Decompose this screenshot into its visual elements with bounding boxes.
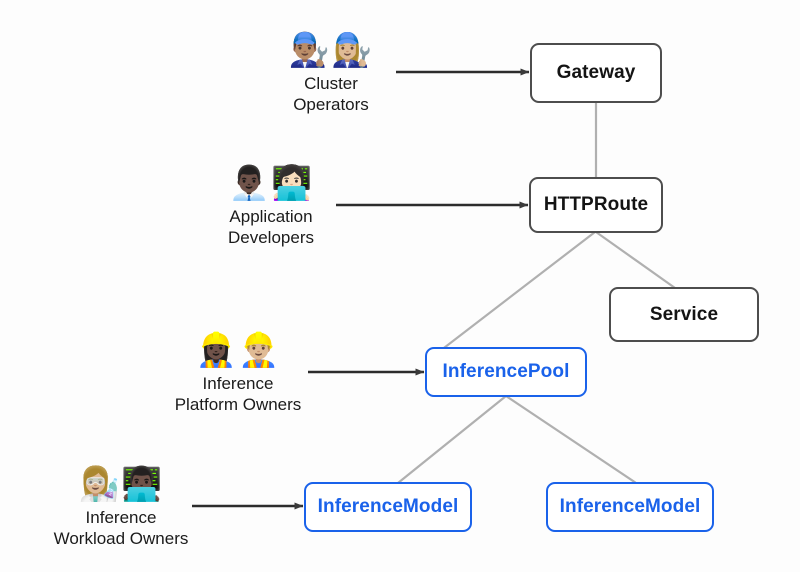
node-inferencemodel-right-label: InferenceModel [559, 496, 701, 517]
application-developers-icon: 👨🏿‍💼👩🏻‍💻 [228, 163, 314, 202]
persona-application-developers[interactable]: 👨🏿‍💼👩🏻‍💻 Application Developers [206, 163, 336, 248]
inference-workload-owners-label: Inference Workload Owners [53, 508, 189, 548]
edge-httproute-inferencepool [438, 230, 597, 353]
cluster-operators-icon: 👨🏽‍🔧👩🏼‍🔧 [288, 30, 374, 69]
node-service-label: Service [649, 303, 719, 325]
node-inferencepool[interactable]: InferencePool [425, 347, 587, 397]
node-inferencemodel-left[interactable]: InferenceModel [304, 482, 472, 532]
node-service[interactable]: Service [609, 287, 759, 342]
node-gateway[interactable]: Gateway [530, 43, 662, 103]
cluster-operators-label: Cluster Operators [293, 74, 369, 114]
edge-httproute-service [594, 230, 677, 290]
edge-inferencepool-inferencemodel-left [396, 394, 508, 485]
node-httproute-label: HTTPRoute [543, 194, 649, 215]
inference-platform-owners-label: Inference Platform Owners [174, 374, 302, 414]
inference-platform-owners-icon: 👷🏿‍♀️👷🏼‍♂️ [195, 330, 281, 369]
node-gateway-label: Gateway [556, 62, 636, 83]
node-inferencemodel-right[interactable]: InferenceModel [546, 482, 714, 532]
node-inferencepool-label: InferencePool [442, 361, 570, 382]
application-developers-label: Application Developers [228, 207, 314, 247]
persona-inference-platform-owners[interactable]: 👷🏿‍♀️👷🏼‍♂️ Inference Platform Owners [164, 330, 312, 415]
persona-inference-workload-owners[interactable]: 👩🏼‍🔬👨🏿‍💻 Inference Workload Owners [47, 464, 195, 549]
node-httproute[interactable]: HTTPRoute [529, 177, 663, 233]
node-inferencemodel-left-label: InferenceModel [317, 496, 459, 517]
inference-workload-owners-icon: 👩🏼‍🔬👨🏿‍💻 [78, 464, 164, 503]
persona-cluster-operators[interactable]: 👨🏽‍🔧👩🏼‍🔧 Cluster Operators [266, 30, 396, 115]
edge-inferencepool-inferencemodel-right [504, 394, 638, 485]
